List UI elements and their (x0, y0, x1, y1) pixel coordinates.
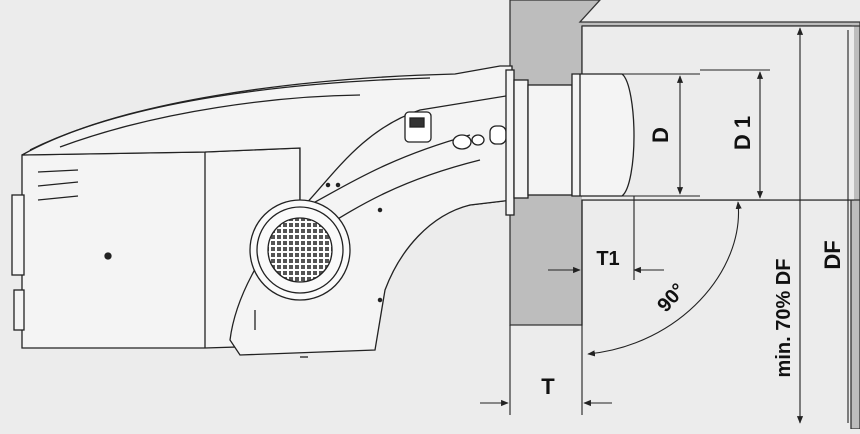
label-df: DF (820, 240, 845, 269)
label-d1: D 1 (730, 116, 755, 150)
label-t1: T1 (596, 248, 619, 270)
label-t: T (541, 374, 555, 399)
mounting-flange (505, 69, 515, 216)
label-min-df: min. 70% DF (773, 259, 795, 378)
burner-body (11, 65, 513, 358)
blast-tube (513, 73, 635, 199)
dimension-lines (480, 27, 849, 424)
label-d: D (648, 127, 673, 143)
